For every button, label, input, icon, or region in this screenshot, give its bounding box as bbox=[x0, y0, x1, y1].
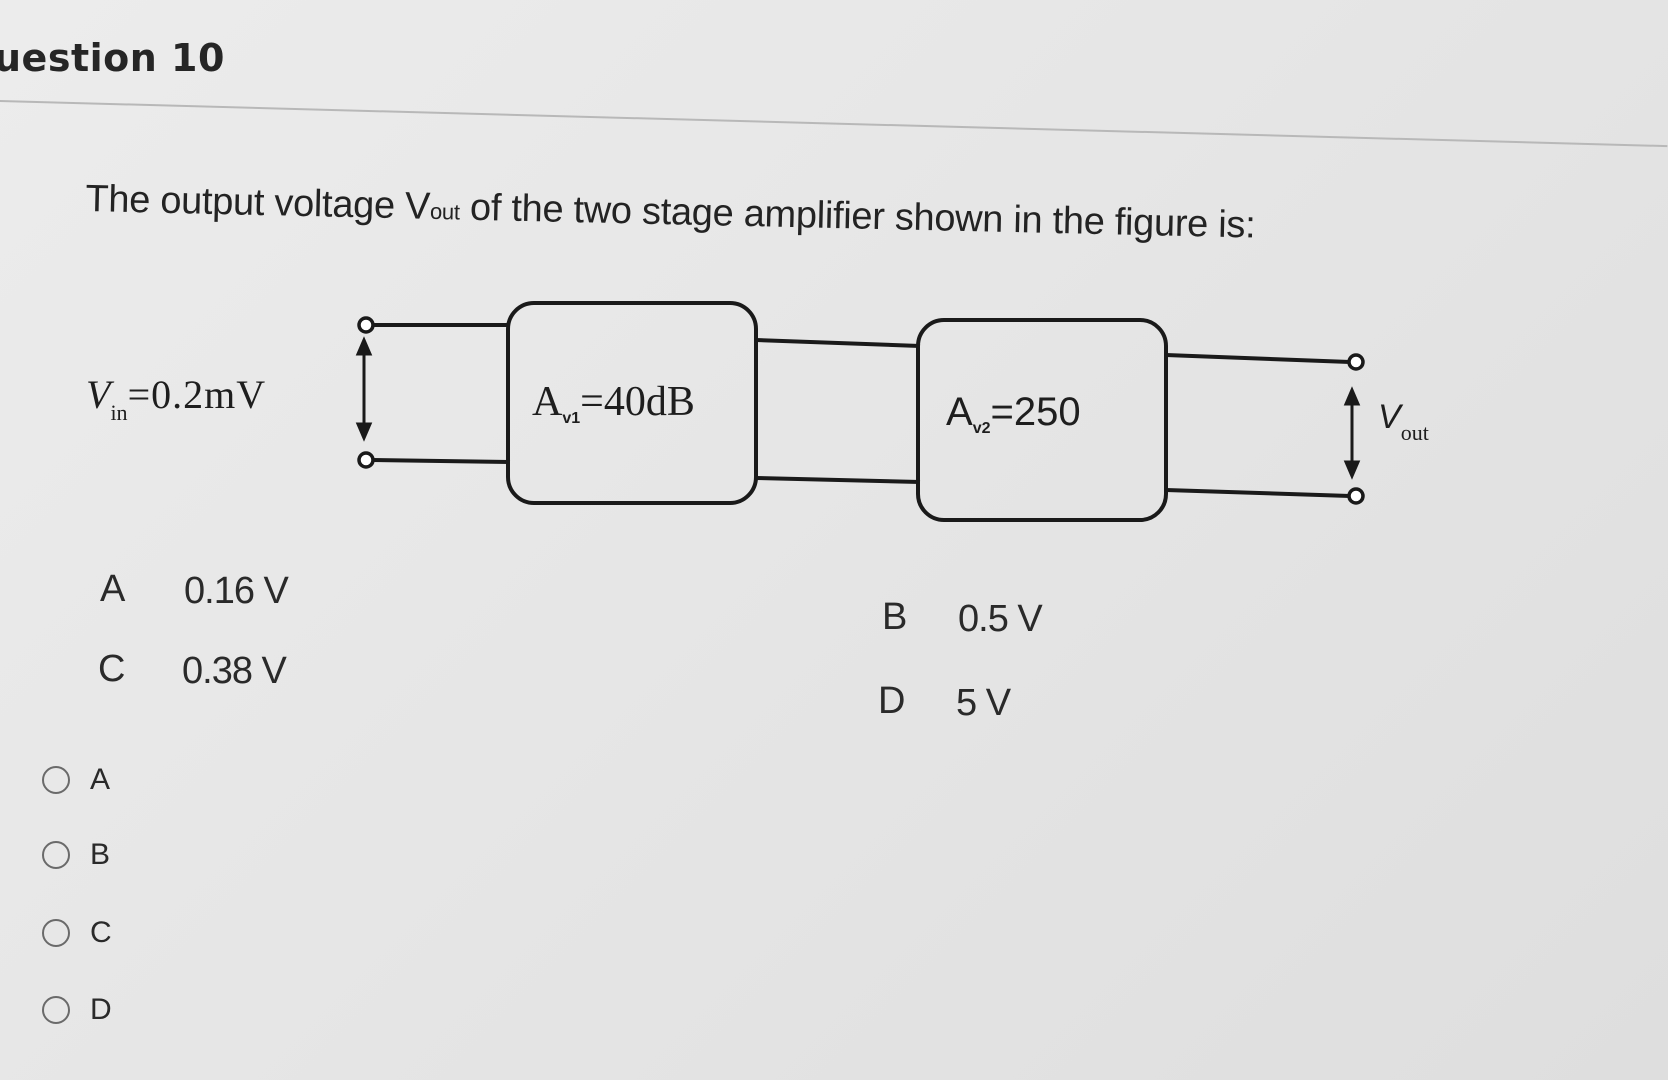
vin-label: Vin=0.2mV bbox=[86, 372, 266, 425]
input-arrow-down bbox=[355, 422, 373, 442]
choice-b-letter: B bbox=[882, 596, 907, 638]
radio-option-label: D bbox=[90, 993, 112, 1026]
radio-circle-icon[interactable] bbox=[42, 766, 70, 794]
radio-option-label: A bbox=[90, 763, 111, 796]
mid-top-wire bbox=[755, 338, 921, 348]
output-top-wire bbox=[1165, 353, 1351, 364]
amplifier-figure: Vin=0.2mV Av1=40dB Av2=250 Vout bbox=[86, 301, 1429, 522]
stage1-label: Av1=40dB bbox=[532, 379, 695, 427]
radio-circle-icon[interactable] bbox=[42, 996, 70, 1024]
choice-c-value: 0.38 V bbox=[182, 650, 287, 692]
choice-a-letter: A bbox=[100, 568, 125, 610]
output-bottom-terminal bbox=[1347, 487, 1365, 505]
output-arrow-up bbox=[1343, 386, 1361, 406]
radio-option-a[interactable]: A bbox=[42, 760, 110, 800]
radio-option-d[interactable]: D bbox=[42, 990, 112, 1030]
radio-option-label: C bbox=[90, 916, 112, 949]
radio-circle-icon[interactable] bbox=[42, 919, 70, 947]
input-arrow-up bbox=[355, 336, 373, 356]
question-text-v: V bbox=[404, 185, 431, 228]
choice-c-letter: C bbox=[98, 648, 125, 690]
mid-bottom-wire bbox=[755, 476, 921, 484]
radio-circle-icon[interactable] bbox=[42, 841, 70, 869]
radio-option-b[interactable]: B bbox=[42, 835, 110, 875]
input-bottom-terminal bbox=[357, 451, 375, 469]
output-top-terminal bbox=[1347, 353, 1365, 371]
output-arrow-down bbox=[1343, 460, 1361, 480]
radio-option-c[interactable]: C bbox=[42, 913, 112, 953]
question-text: The output voltage Vout of the two stage… bbox=[85, 178, 1256, 248]
vout-label: Vout bbox=[1378, 398, 1429, 445]
stage2-label: Av2=250 bbox=[946, 390, 1081, 437]
question-text-after: of the two stage amplifier shown in the … bbox=[459, 186, 1256, 247]
input-top-terminal bbox=[357, 316, 375, 334]
choice-d-letter: D bbox=[878, 680, 905, 722]
question-number: uestion 10 bbox=[0, 36, 225, 80]
choice-d-value: 5 V bbox=[956, 682, 1011, 724]
choice-b-value: 0.5 V bbox=[958, 598, 1043, 640]
question-text-sub: out bbox=[429, 198, 460, 225]
stage1-box bbox=[506, 301, 758, 505]
stage2-box bbox=[916, 318, 1168, 522]
input-bottom-wire bbox=[371, 458, 511, 464]
question-text-before: The output voltage bbox=[85, 178, 406, 228]
output-bottom-wire bbox=[1165, 488, 1351, 498]
header-divider bbox=[0, 100, 1668, 148]
choice-a-value: 0.16 V bbox=[184, 570, 289, 612]
radio-option-label: B bbox=[90, 838, 111, 871]
